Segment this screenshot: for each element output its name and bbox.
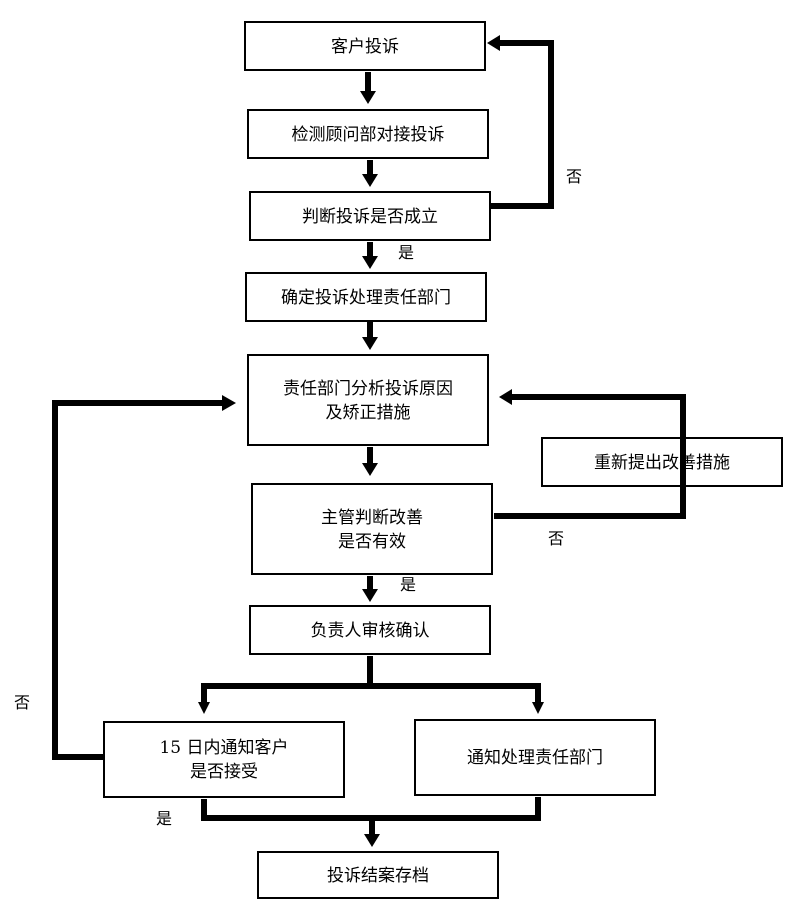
node-archive: 投诉结案存档 — [257, 851, 499, 899]
edge-judge-no-loop — [487, 35, 554, 209]
node-leader-review-label: 负责人审核确认 — [311, 621, 430, 641]
edge-label-effective-no: 否 — [548, 529, 564, 548]
node-notify-customer-line2: 是否接受 — [190, 762, 258, 782]
node-advisor-dock-label: 检测顾问部对接投诉 — [292, 125, 445, 145]
node-analyze-cause-line2: 及矫正措施 — [326, 403, 411, 423]
node-archive-label: 投诉结案存档 — [327, 866, 429, 886]
edge-label-effective-yes: 是 — [400, 575, 416, 594]
node-supervisor-judge-line2: 是否有效 — [338, 532, 406, 552]
edge-supervisor-no-loop — [494, 389, 686, 519]
node-customer-complaint: 客户投诉 — [244, 21, 486, 71]
edge-label-accept-yes: 是 — [156, 809, 172, 828]
node-advisor-dock: 检测顾问部对接投诉 — [247, 109, 489, 159]
node-re-propose: 重新提出改善措施 — [541, 437, 783, 487]
arrow-complaint-to-advisor — [360, 72, 376, 104]
edge-merge-to-archive — [201, 797, 541, 847]
node-supervisor-judge-line1: 主管判断改善 — [321, 508, 423, 528]
edge-label-valid-yes: 是 — [398, 243, 414, 262]
arrow-supervisor-to-leader — [362, 576, 378, 602]
node-judge-valid: 判断投诉是否成立 — [249, 191, 491, 241]
node-notify-department: 通知处理责任部门 — [414, 719, 656, 796]
node-supervisor-judge: 主管判断改善 是否有效 — [251, 483, 493, 575]
edge-label-valid-no: 否 — [566, 167, 582, 186]
arrow-analyze-to-supervisor — [362, 447, 378, 476]
node-customer-complaint-label: 客户投诉 — [331, 37, 399, 57]
node-assign-department-label: 确定投诉处理责任部门 — [281, 288, 451, 308]
node-notify-customer: 15 日内通知客户 是否接受 — [103, 721, 345, 798]
node-leader-review: 负责人审核确认 — [249, 605, 491, 655]
edge-leader-branch — [198, 656, 544, 714]
node-notify-department-label: 通知处理责任部门 — [467, 748, 603, 768]
edge-label-accept-no: 否 — [14, 693, 30, 712]
edge-accept-no-loop — [52, 395, 236, 760]
node-judge-valid-label: 判断投诉是否成立 — [302, 207, 438, 227]
node-analyze-cause-line1: 责任部门分析投诉原因 — [283, 379, 453, 399]
arrow-assign-to-analyze — [362, 322, 378, 350]
node-re-propose-label: 重新提出改善措施 — [594, 453, 730, 473]
arrow-advisor-to-judge — [362, 160, 378, 187]
arrow-judge-to-assign — [362, 242, 378, 269]
node-assign-department: 确定投诉处理责任部门 — [245, 272, 487, 322]
node-analyze-cause: 责任部门分析投诉原因 及矫正措施 — [247, 354, 489, 446]
node-notify-customer-line1: 15 日内通知客户 — [159, 738, 288, 758]
